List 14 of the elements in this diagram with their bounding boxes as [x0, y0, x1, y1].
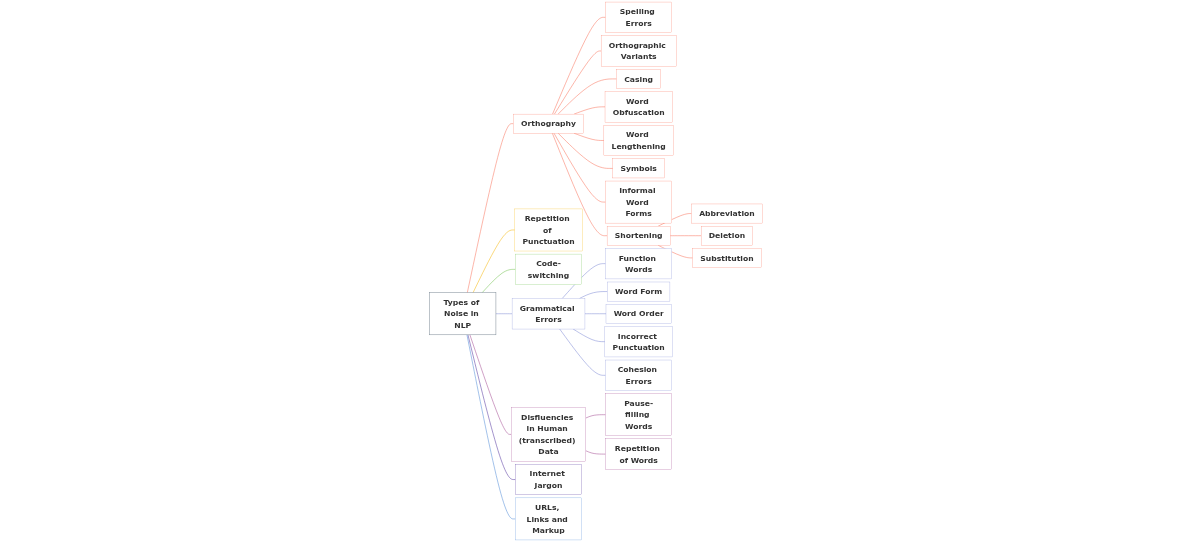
connector [557, 132, 614, 169]
connector [467, 123, 514, 293]
connector [573, 106, 606, 115]
connector [553, 132, 606, 203]
connector [584, 313, 607, 314]
connector [466, 334, 516, 520]
connector [552, 132, 608, 236]
connector [554, 50, 602, 115]
connector [562, 263, 606, 299]
connector [495, 313, 513, 314]
connector [579, 291, 608, 299]
connector [552, 17, 606, 115]
connector [557, 78, 617, 115]
connector [559, 328, 606, 376]
